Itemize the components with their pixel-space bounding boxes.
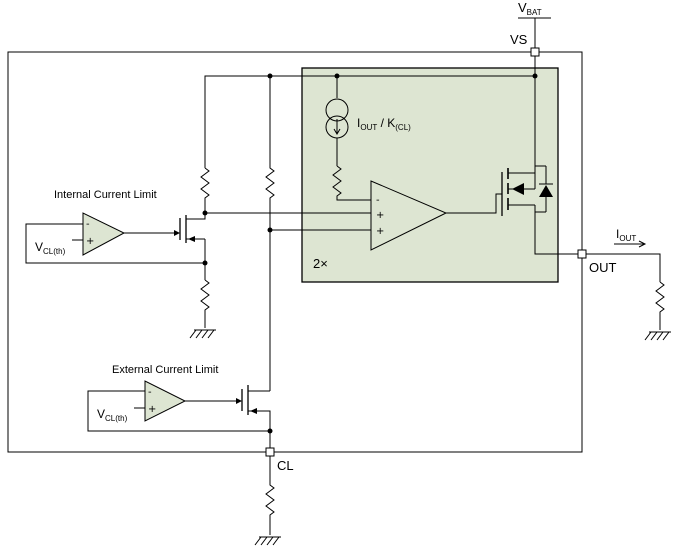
ground-icon (644, 331, 672, 341)
iout-label: IOUT (616, 227, 636, 243)
cl-pin-label: CL (277, 458, 294, 473)
external-amp-minus: - (148, 387, 152, 398)
comparator-plus-2: + (376, 226, 384, 237)
junction-dot (202, 260, 208, 266)
internal-mirror-resistor (200, 167, 210, 213)
out-wire (534, 205, 578, 255)
current-source-label: IOUT / K(CL) (357, 116, 411, 132)
ground-icon (189, 329, 217, 339)
internal-gate-arrow (174, 230, 180, 236)
internal-limit-mosfet-icon (179, 213, 206, 243)
external-gate-arrow (236, 398, 242, 404)
load-wire (586, 253, 661, 282)
comparator-triangle (370, 180, 448, 251)
external-mirror-resistor (265, 76, 275, 391)
out-pin-label: OUT (589, 260, 617, 275)
internal-limit-amplifier (82, 212, 126, 256)
external-limit-mosfet-icon (241, 385, 271, 435)
multiplier-label: 2× (313, 256, 328, 271)
junction-dot (532, 73, 538, 79)
comparator-plus-1: + (376, 210, 384, 221)
external-limit-title: External Current Limit (112, 364, 218, 376)
sense-block-2x (301, 67, 559, 283)
comparator-minus: - (376, 195, 380, 206)
iout-arrow-head (638, 240, 647, 248)
internal-amp-minus: - (86, 219, 90, 230)
out-pin (577, 249, 587, 259)
power-mosfet-icon (501, 165, 553, 216)
ground-icon (254, 536, 282, 546)
cl-resistor (265, 456, 275, 535)
internal-amp-plus: + (86, 236, 94, 247)
vs-pin (530, 47, 540, 57)
vs-pin-label: VS (510, 32, 528, 47)
top-rail (204, 75, 535, 168)
external-ref-label: VCL(th) (97, 407, 128, 423)
external-amp-feedback-wire (87, 390, 270, 432)
external-limit-amplifier (144, 380, 187, 422)
external-amp-plus: + (148, 404, 156, 415)
gate-drive-wire (446, 193, 502, 214)
load-resistor (655, 281, 665, 330)
sense-resistor (332, 165, 371, 201)
cl-pin (265, 447, 275, 457)
internal-limit-resistor (200, 279, 210, 328)
internal-ref-label: VCL(th) (35, 240, 66, 256)
internal-limit-title: Internal Current Limit (54, 189, 157, 201)
vbat-label: VBAT (518, 0, 542, 17)
internal-amp-feedback-wire (25, 223, 205, 264)
